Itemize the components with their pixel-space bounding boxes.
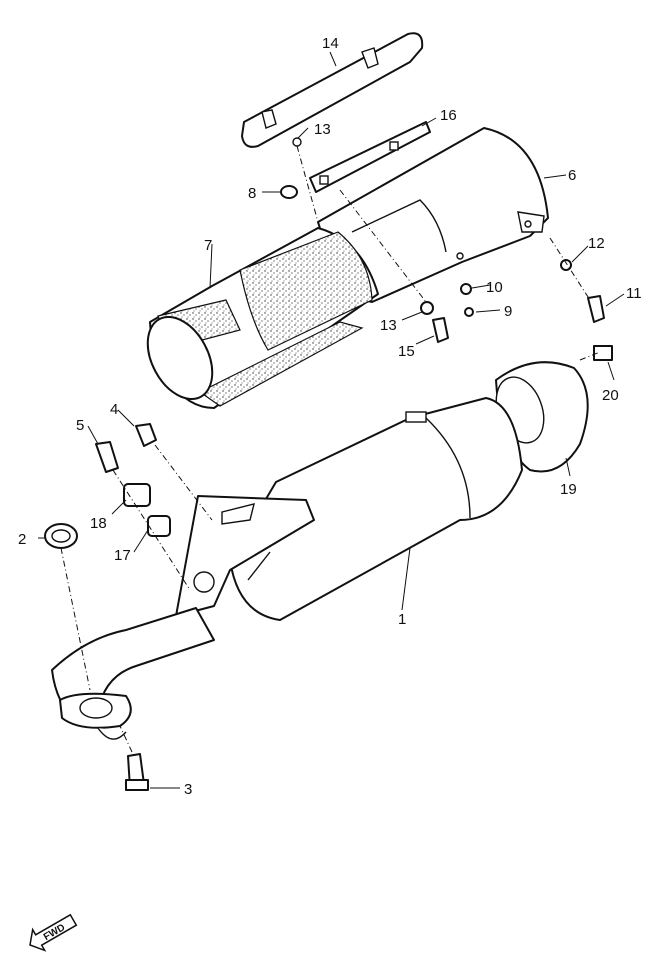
leader-lines xyxy=(38,51,625,789)
callout-labels: 1 2 3 4 5 6 7 8 9 10 11 12 13 13 14 15 1… xyxy=(18,35,642,798)
callout-17: 17 xyxy=(114,547,131,564)
part-16-bracket xyxy=(309,121,431,193)
part-13-nut-upper xyxy=(292,137,302,147)
callout-5: 5 xyxy=(76,417,84,434)
part-12-collar xyxy=(560,259,572,271)
part-17-collar xyxy=(147,515,171,537)
part-4-bolt xyxy=(135,423,157,447)
part-1-muffler xyxy=(51,397,523,740)
callout-12: 12 xyxy=(588,235,605,252)
part-18-collar xyxy=(123,483,151,507)
fasteners-right xyxy=(420,259,613,361)
callout-13-lower: 13 xyxy=(380,317,397,334)
part-20-bolt xyxy=(593,345,613,361)
callout-1: 1 xyxy=(398,611,406,628)
callout-9: 9 xyxy=(504,303,512,320)
callout-14: 14 xyxy=(322,35,339,52)
callout-10: 10 xyxy=(486,279,503,296)
callout-3: 3 xyxy=(184,781,192,798)
callout-11: 11 xyxy=(626,285,642,302)
part-9-screw xyxy=(464,307,474,317)
callout-7: 7 xyxy=(204,237,212,254)
callout-4: 4 xyxy=(110,401,118,418)
callout-20: 20 xyxy=(602,387,619,404)
callout-13-upper: 13 xyxy=(314,121,331,138)
fwd-label: FWD xyxy=(42,922,67,943)
part-6-outer-cover xyxy=(317,127,549,303)
fwd-arrow-icon: FWD xyxy=(29,913,78,952)
part-15-bolt xyxy=(432,317,449,343)
callout-18: 18 xyxy=(90,515,107,532)
fasteners-left xyxy=(44,423,171,791)
alignment-lines xyxy=(60,145,601,753)
callout-16: 16 xyxy=(440,107,457,124)
callout-2: 2 xyxy=(18,531,26,548)
part-5-bolt xyxy=(95,441,119,473)
part-13-nut-lower xyxy=(420,301,434,315)
part-14-heat-shield-plate xyxy=(241,32,424,148)
part-8-washer xyxy=(280,185,298,199)
part-10-nut xyxy=(460,283,472,295)
part-7-inner-cover xyxy=(146,227,379,409)
callout-6: 6 xyxy=(568,167,576,184)
callout-15: 15 xyxy=(398,343,415,360)
part-11-bolt xyxy=(587,295,605,323)
callout-8: 8 xyxy=(248,185,256,202)
callout-19: 19 xyxy=(560,481,577,498)
